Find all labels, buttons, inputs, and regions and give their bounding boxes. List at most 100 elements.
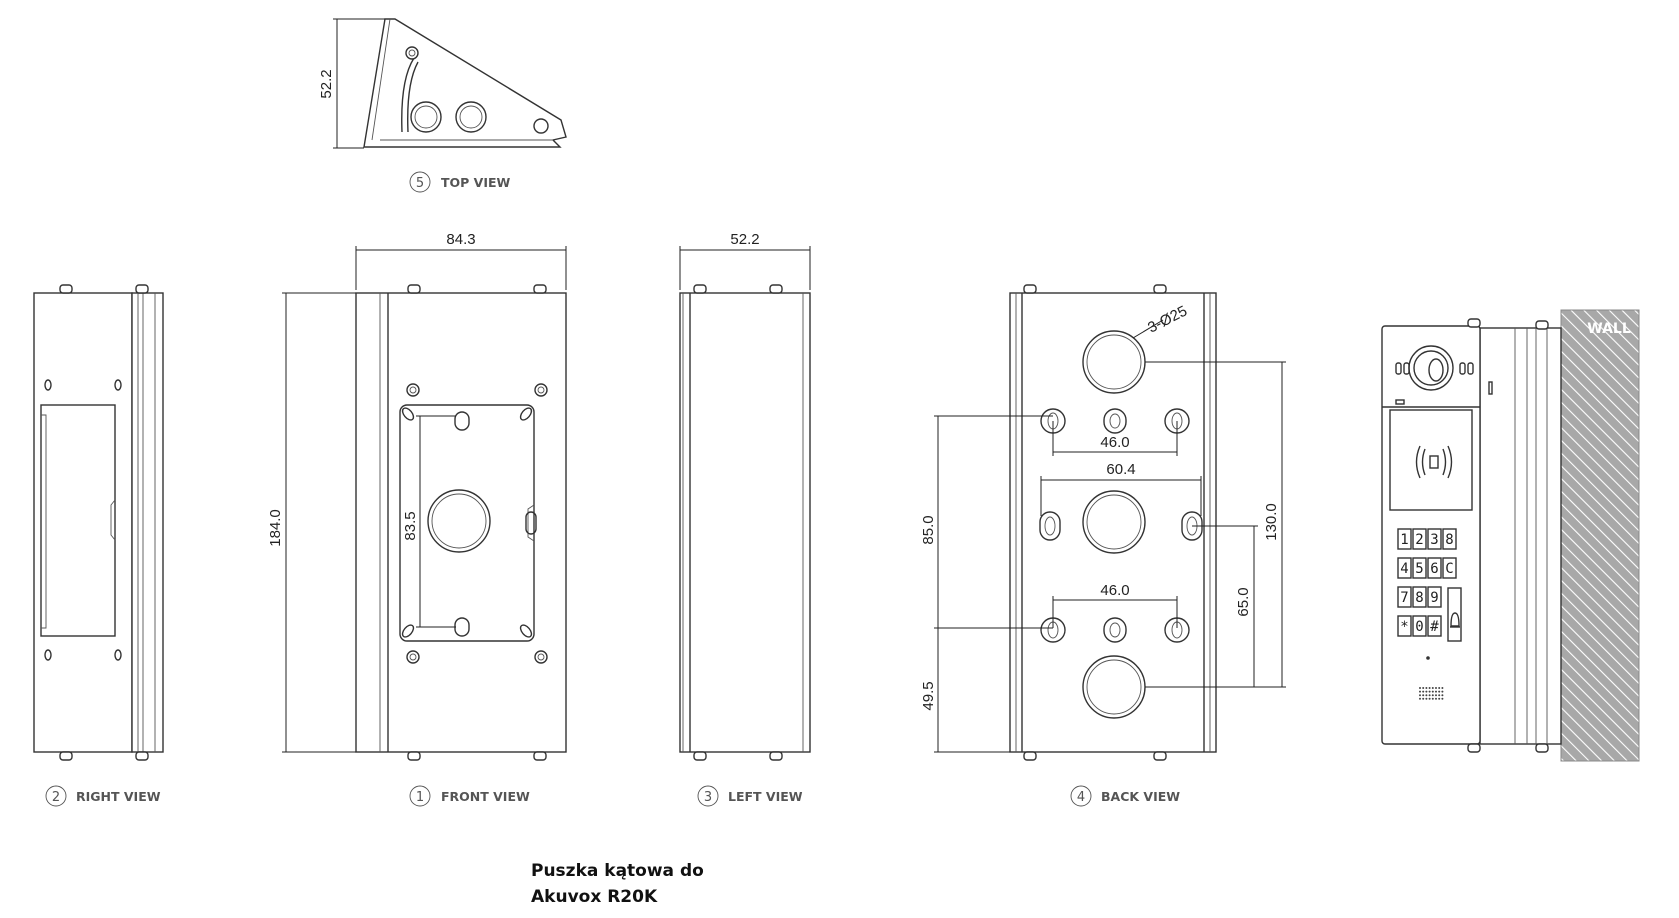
speaker-hole	[1438, 690, 1441, 693]
caption-line-1: Puszka kątowa do	[531, 861, 704, 881]
screw-hole-icon	[534, 650, 548, 664]
speaker-hole	[1441, 690, 1444, 693]
speaker-hole	[1435, 694, 1437, 697]
keypad-key-label: 1	[1400, 532, 1408, 548]
speaker-hole	[1438, 694, 1441, 697]
view-number: 3	[704, 790, 712, 805]
dim-top-height: 52.2	[318, 69, 335, 98]
speaker-hole	[1425, 694, 1428, 697]
speaker-hole	[1419, 690, 1421, 693]
speaker-hole	[1425, 687, 1428, 689]
cable-hole-icon	[427, 489, 491, 553]
view-number-badge	[409, 171, 431, 193]
screw-hole-icon	[534, 383, 548, 397]
view-number-badge	[1070, 785, 1092, 807]
keypad-key-label: 6	[1430, 561, 1438, 577]
view-number: 2	[52, 790, 60, 805]
keypad-key	[1442, 557, 1457, 579]
view-number-badge	[697, 785, 719, 807]
speaker-hole	[1435, 697, 1437, 700]
speaker-hole	[1431, 694, 1434, 697]
back-view: 3-Ø25 46.0 60.4 46.0 85.0 49.5 130.0 65.…	[920, 284, 1286, 807]
speaker-hole	[1435, 690, 1437, 693]
dim-front-height: 184.0	[267, 509, 284, 547]
speaker-hole	[1425, 690, 1428, 693]
dim-back-85: 85.0	[920, 515, 937, 544]
keypad-key-label: 9	[1430, 590, 1438, 606]
keypad-key	[1397, 586, 1412, 608]
cable-hole-icon	[1082, 490, 1146, 554]
keypad-key-label: 0	[1415, 619, 1423, 635]
speaker-hole	[1419, 697, 1421, 700]
screw-hole-icon	[406, 650, 420, 664]
view-title: RIGHT VIEW	[76, 789, 161, 804]
speaker-hole	[1431, 690, 1434, 693]
slot-icon	[519, 624, 533, 638]
view-title: BACK VIEW	[1101, 789, 1180, 804]
view-number-badge	[45, 785, 67, 807]
view-number: 4	[1077, 790, 1085, 805]
speaker-hole	[1441, 687, 1444, 689]
keypad-key-label: 3	[1430, 532, 1438, 548]
wall-label: WALL	[1587, 321, 1631, 337]
slot-icon	[519, 407, 533, 421]
slot-icon	[454, 411, 470, 431]
keypad-key-label: 2	[1415, 532, 1423, 548]
dim-back-49: 49.5	[920, 681, 937, 710]
keypad-key	[1397, 557, 1412, 579]
keypad-key	[1412, 615, 1427, 637]
keypad-key	[1412, 557, 1427, 579]
keypad-key-label: 4	[1400, 561, 1408, 577]
nfc-icon	[1415, 445, 1453, 479]
slot-icon	[401, 407, 415, 421]
keypad-key-label: 8	[1445, 532, 1453, 548]
speaker-hole	[1422, 697, 1425, 700]
dim-back-span-mid: 60.4	[1106, 461, 1135, 478]
hole-icon	[533, 118, 549, 134]
view-number-badge	[409, 785, 431, 807]
speaker-hole	[1422, 694, 1425, 697]
keypad-key	[1412, 528, 1427, 550]
speaker-hole	[1428, 687, 1431, 689]
dim-back-span-bottom: 46.0	[1100, 582, 1129, 599]
keypad-key-label: C	[1445, 561, 1453, 577]
keypad-key-label: 8	[1415, 590, 1423, 606]
speaker-hole	[1422, 690, 1425, 693]
hole-icon	[455, 101, 487, 133]
keypad-key	[1442, 528, 1457, 550]
wall	[1560, 309, 1640, 762]
screw-hole-icon	[114, 649, 122, 661]
keypad-key-label: 5	[1415, 561, 1423, 577]
keypad-key-label: 7	[1400, 590, 1408, 606]
front-view: 83.5 84.3 184.0 1 FRONT VIEW	[267, 231, 567, 807]
speaker-hole	[1435, 687, 1437, 689]
keypad-key-label: #	[1430, 619, 1439, 635]
view-title: FRONT VIEW	[441, 789, 530, 804]
screw-hole-icon	[406, 383, 420, 397]
dim-back-130: 130.0	[1263, 503, 1280, 541]
right-view: 2 RIGHT VIEW	[33, 284, 164, 807]
dim-front-inner: 83.5	[402, 511, 419, 540]
speaker-hole	[1422, 687, 1425, 689]
view-title: TOP VIEW	[441, 175, 511, 190]
call-key	[1447, 587, 1462, 642]
speaker-hole	[1441, 694, 1444, 697]
speaker-hole	[1419, 694, 1421, 697]
bell-icon	[1450, 612, 1460, 628]
keypad-key	[1427, 557, 1442, 579]
caption: Puszka kątowa do Akuvox R20K	[531, 858, 704, 910]
dim-left-width: 52.2	[730, 231, 759, 248]
speaker-hole	[1428, 697, 1431, 700]
keypad-key	[1427, 586, 1442, 608]
screw-icon	[405, 46, 419, 60]
slot-icon	[401, 624, 415, 638]
dim-back-65: 65.0	[1235, 587, 1252, 616]
keypad-key	[1397, 615, 1412, 637]
top-view: 52.2 5 TOP VIEW	[318, 18, 567, 193]
hole-icon	[410, 101, 442, 133]
intercom-panel	[1381, 325, 1481, 745]
dim-back-span-top: 46.0	[1100, 434, 1129, 451]
screw-hole-icon	[114, 379, 122, 391]
